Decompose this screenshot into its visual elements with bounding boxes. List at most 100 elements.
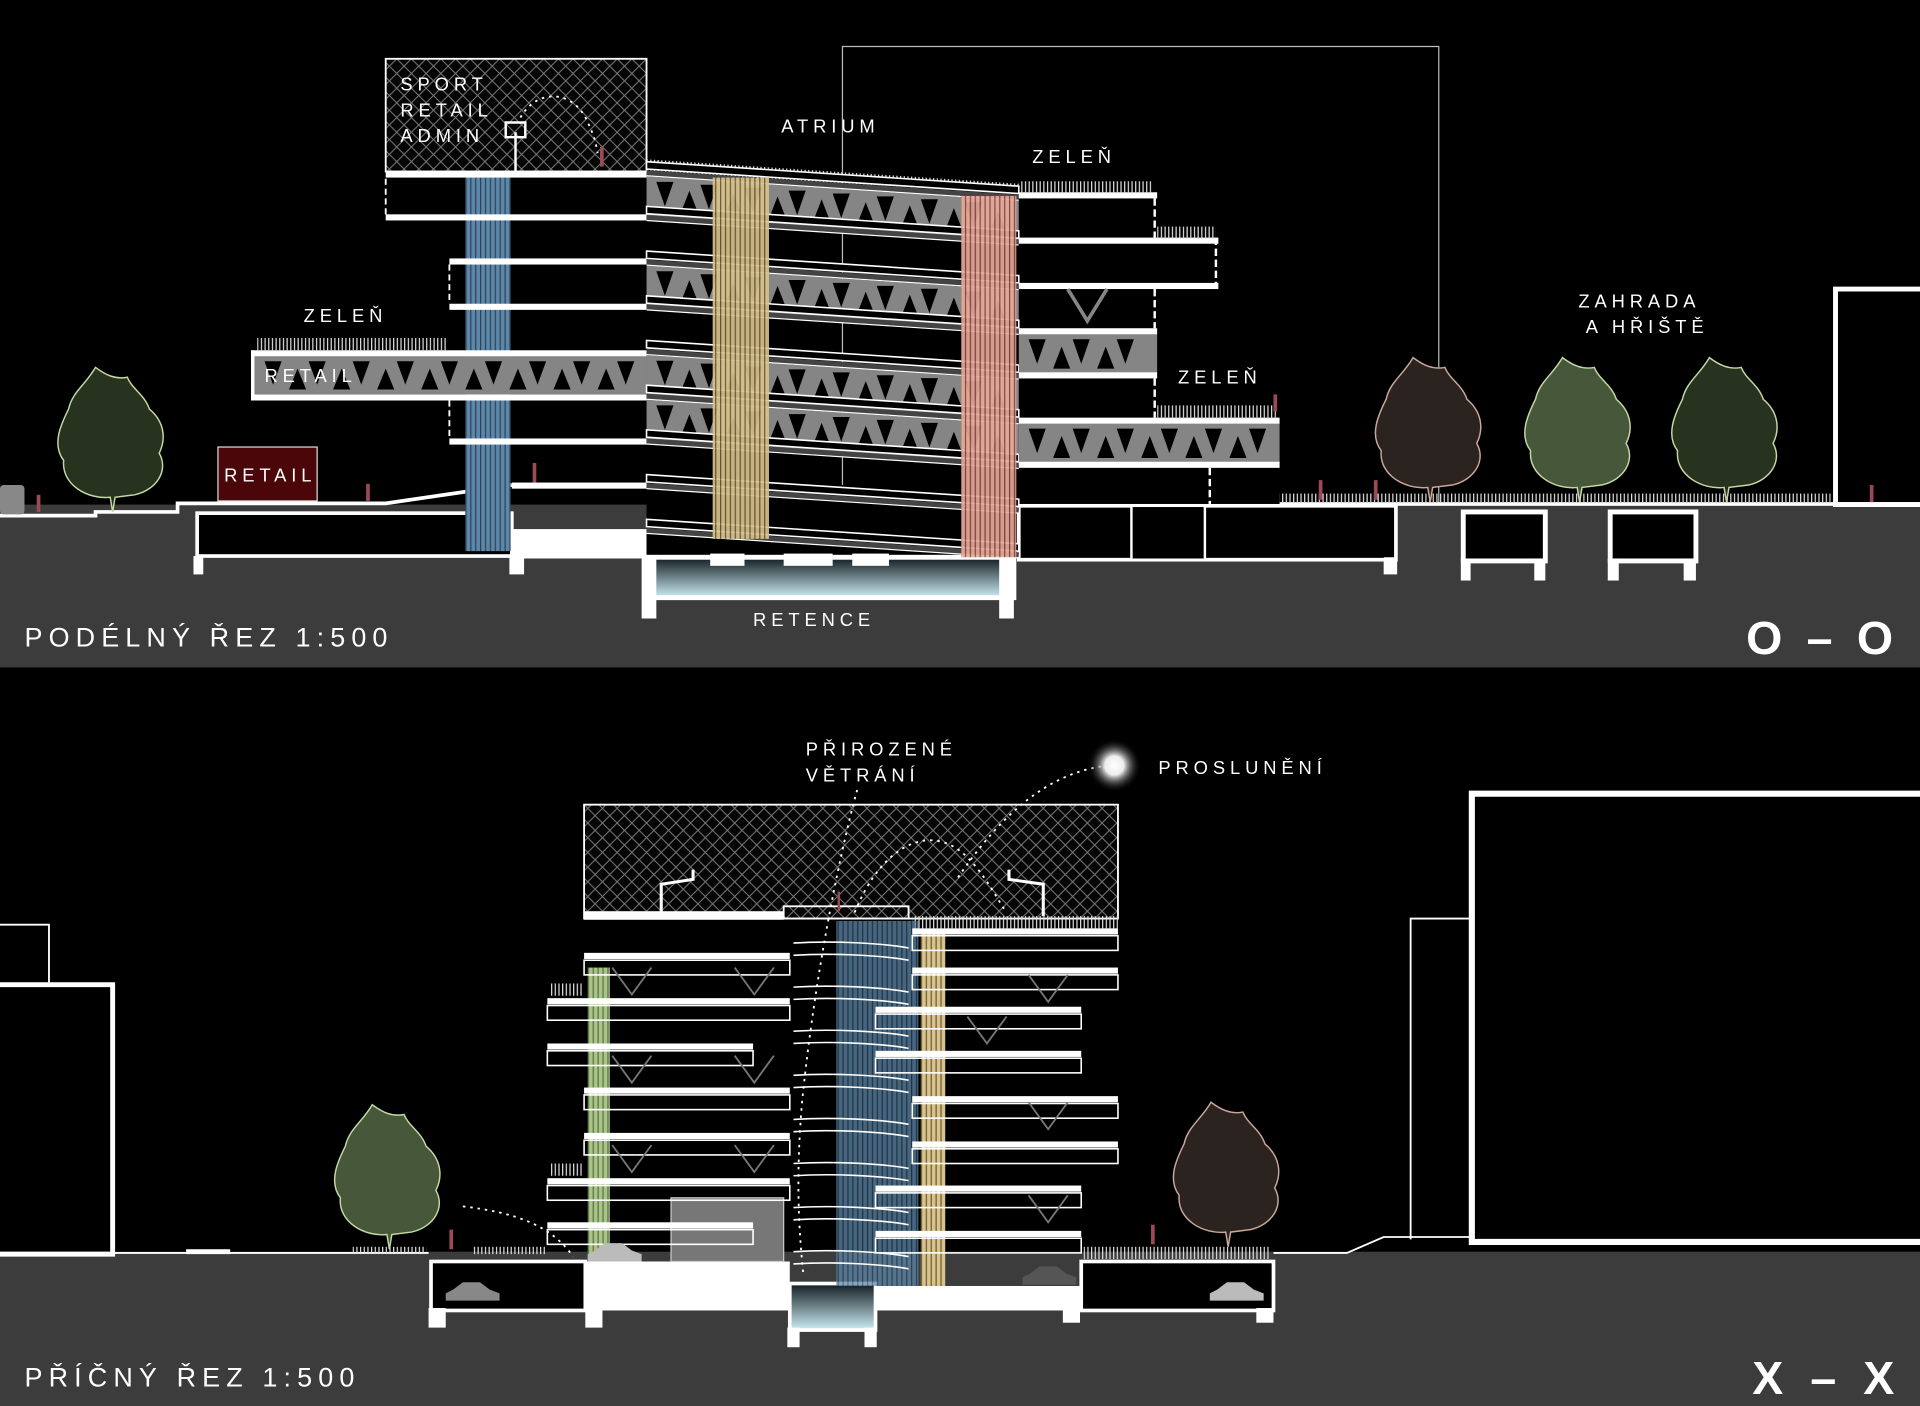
underground-box [1460, 509, 1548, 564]
floor-slab [251, 394, 647, 401]
longitudinal-section: SPORT RETAIL ADMIN ATRIUM ZELEŇ ZELEŇ RE… [0, 45, 1920, 668]
retail-box [217, 446, 318, 502]
floor-slab [511, 482, 647, 489]
truss-opening [440, 361, 458, 385]
floor-slab [584, 1132, 790, 1140]
truss-opening [1229, 436, 1247, 459]
facade-line [1153, 198, 1218, 506]
sloped-slab-structure [646, 304, 1019, 334]
foundation [428, 1308, 446, 1328]
sloped-slab-structure [646, 527, 1019, 558]
left-block-slabs [251, 171, 647, 489]
podium [511, 529, 647, 559]
floor-slab [912, 967, 1118, 974]
truss-opening [656, 360, 674, 386]
ramp [793, 985, 909, 1006]
floor-slab-outline [583, 1139, 791, 1156]
neighbour-building-left [0, 982, 116, 1257]
truss-opening [396, 361, 414, 385]
truss-opening [617, 361, 635, 385]
floor-slab-outline [874, 1237, 1083, 1254]
truss-v [611, 967, 653, 997]
green-roof-terrace [1157, 226, 1216, 239]
truss-opening [308, 361, 326, 385]
neighbour-building-left-top [0, 923, 50, 985]
facade-line [384, 178, 451, 439]
podium-right [875, 1285, 1082, 1311]
truss-opening [832, 193, 850, 219]
foundation [999, 557, 1014, 619]
truss-opening [1141, 436, 1159, 459]
truss-opening [920, 288, 938, 314]
truss-opening [920, 422, 938, 448]
foundation [509, 556, 525, 575]
floor-slab [1018, 328, 1158, 335]
truss-opening [1248, 428, 1267, 454]
ramp [793, 1249, 909, 1270]
pink-core [961, 195, 1017, 558]
cross-section: PŘIROZENÉ VĚTRÁNÍ PROSLUNĚNÍ PŘÍČNÝ ŘEZ … [0, 738, 1920, 1406]
yellow-core [712, 177, 769, 539]
truss-v [1027, 1101, 1069, 1131]
ground [0, 1251, 1920, 1406]
tree-icon [333, 1103, 441, 1250]
label-ventilation: VĚTRÁNÍ [806, 764, 920, 785]
truss-opening [857, 425, 875, 448]
foundation [852, 553, 889, 566]
label-atrium: ATRIUM [781, 115, 879, 136]
floor-slab-outline [911, 974, 1119, 991]
truss-v [611, 1055, 653, 1085]
label-sport: SPORT [400, 74, 487, 95]
floor-slab-outline [911, 934, 1119, 952]
truss-v [1027, 974, 1069, 1004]
label-green-right-top: ZELEŇ [1032, 146, 1116, 167]
right-basement [1016, 503, 1398, 562]
podium-left [585, 1261, 790, 1311]
foundation [585, 1308, 603, 1328]
truss-opening [920, 378, 938, 403]
airflow-path [462, 789, 859, 1274]
floor-slab-outline [874, 1013, 1083, 1030]
truss-v [733, 967, 775, 997]
floor-slab [1018, 192, 1158, 199]
truss-opening [680, 280, 698, 303]
facade-edge [251, 350, 255, 401]
truss-v [1027, 1194, 1069, 1224]
green-roof-right-low [1157, 405, 1278, 419]
truss-opening [832, 372, 850, 397]
sloped-slab-structure [646, 349, 1019, 379]
truss-opening [288, 368, 307, 390]
neighbour-building-right-annex [1409, 917, 1470, 1240]
floor-slab [547, 1178, 790, 1185]
floor-slab-outline [546, 1004, 791, 1022]
floor-slab-outline [911, 1148, 1119, 1165]
sloped-slab-structure [646, 483, 1019, 513]
floor-slab [449, 258, 647, 265]
floor-slab [584, 952, 790, 959]
ramp [793, 941, 909, 961]
truss-opening [857, 381, 875, 404]
foundation [1062, 1308, 1080, 1323]
truss-opening [813, 199, 831, 222]
sloped-slab-edge [646, 219, 1019, 246]
grass [352, 1246, 427, 1255]
truss-v [966, 1015, 1008, 1046]
truss-opening [945, 208, 963, 231]
truss-v [1066, 288, 1109, 325]
floor-slab [875, 1185, 1082, 1192]
truss-opening [813, 378, 831, 401]
truss-opening [788, 280, 806, 305]
label-admin: ADMIN [400, 125, 484, 146]
truss-opening [484, 361, 503, 385]
floor-slab [1018, 237, 1219, 244]
ground-line [0, 483, 513, 518]
truss-opening [876, 285, 894, 311]
truss-opening [901, 205, 919, 228]
neighbour-building-right [1833, 286, 1920, 508]
foundation [193, 556, 204, 575]
tree-icon [57, 366, 164, 513]
truss-opening [333, 368, 351, 390]
truss-opening [1053, 436, 1071, 459]
truss-opening [813, 422, 831, 445]
floor-slab [875, 1006, 1082, 1013]
